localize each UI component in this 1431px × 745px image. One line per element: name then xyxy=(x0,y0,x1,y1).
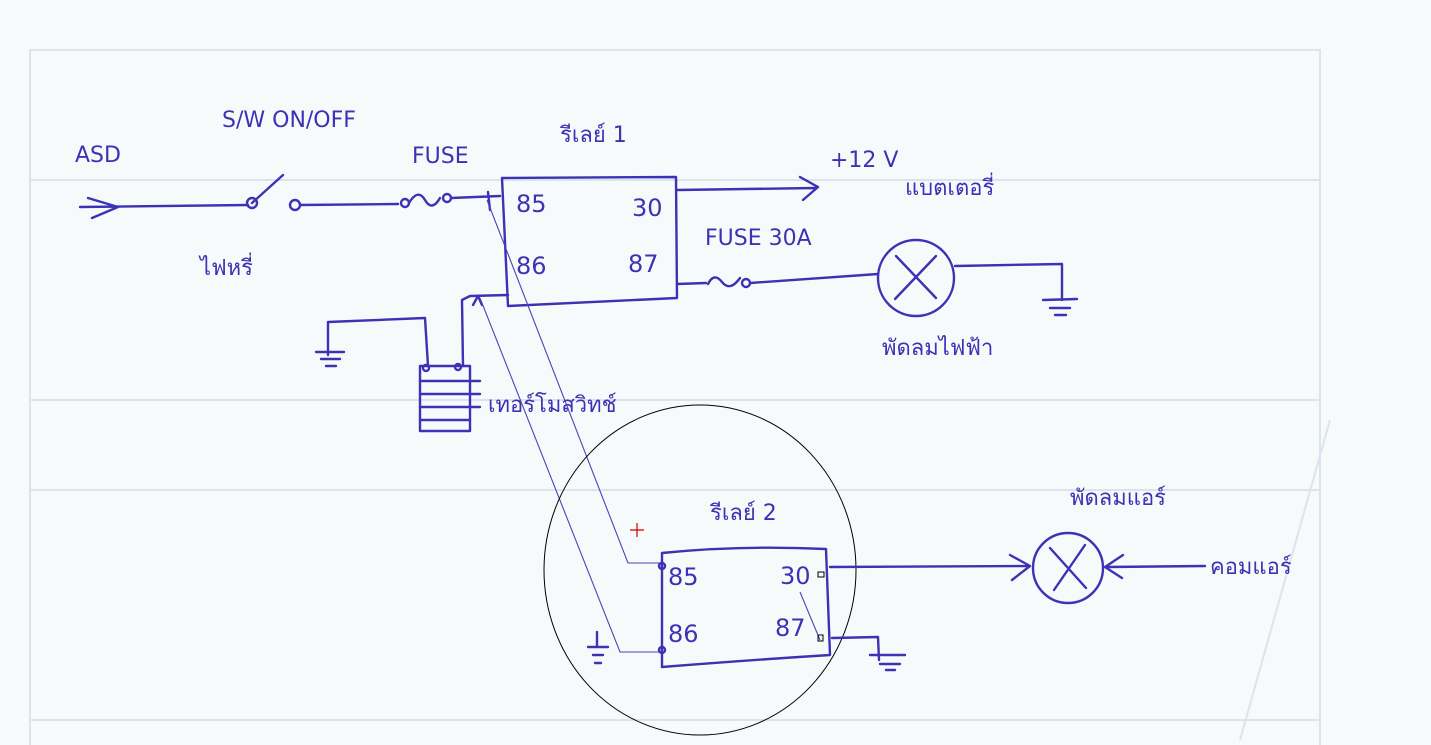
wire-relay1-85-to-relay2-85 xyxy=(486,199,664,564)
ac-fan-motor-icon xyxy=(1031,531,1105,605)
highlight-circle xyxy=(543,404,857,736)
relay1-label: รีเลย์ 1 xyxy=(559,123,627,148)
thermo-switch-label: เทอร์โมสวิทช์ xyxy=(488,392,617,418)
asd-input: ASD xyxy=(75,143,250,220)
ground-icon xyxy=(1041,297,1079,317)
switch-note: ไฟหรี่ xyxy=(198,252,253,281)
battery-connection: +12 V แบตเตอรี่ xyxy=(675,148,994,202)
comp-air-label: คอมแอร์ xyxy=(1210,555,1292,580)
ground-icon xyxy=(586,630,610,665)
electric-fan-label: พัดลมไฟฟ้า xyxy=(882,335,993,361)
fuse30a-label: FUSE 30A xyxy=(705,226,812,251)
plus12v-label: +12 V xyxy=(830,148,898,173)
ground-icon xyxy=(830,635,907,672)
switch-label: S/W ON/OFF xyxy=(222,108,356,133)
ac-fan-label: พัดลมแอร์ xyxy=(1070,486,1166,511)
relay2-label: รีเลย์ 2 xyxy=(709,501,777,526)
relay2-pin-87: 87 xyxy=(775,614,806,642)
electric-fan-motor-icon xyxy=(876,238,956,318)
fuse: FUSE xyxy=(399,144,502,212)
relay1-pin-30: 30 xyxy=(632,194,663,222)
relay2-pin-85: 85 xyxy=(668,563,699,591)
background-form xyxy=(29,49,1331,745)
fuse-label: FUSE xyxy=(412,144,469,169)
relay-2: 85 86 30 87 รีเลย์ 2 xyxy=(586,501,832,669)
relay1-pin-87: 87 xyxy=(628,250,659,278)
on-off-switch: S/W ON/OFF ไฟหรี่ xyxy=(198,108,400,281)
electric-fan-circuit: FUSE 30A พัดลมไฟฟ้า xyxy=(675,226,1079,361)
relay2-pin-30: 30 xyxy=(780,562,811,590)
ground-icon xyxy=(314,350,346,368)
relay-1: 85 86 30 87 รีเลย์ 1 xyxy=(500,123,679,308)
relay1-pin-85: 85 xyxy=(516,190,547,218)
crosshair-marker xyxy=(630,523,644,537)
ac-fan-circuit: พัดลมแอร์ คอมแอร์ xyxy=(828,486,1292,672)
thermo-switch: เทอร์โมสวิทช์ xyxy=(314,293,617,433)
asd-label: ASD xyxy=(75,143,121,168)
relay2-pin-86: 86 xyxy=(668,620,699,648)
battery-label: แบตเตอรี่ xyxy=(905,172,994,201)
relay1-pin-86: 86 xyxy=(516,252,547,280)
wire-relay1-86-to-relay2-86 xyxy=(479,297,664,653)
